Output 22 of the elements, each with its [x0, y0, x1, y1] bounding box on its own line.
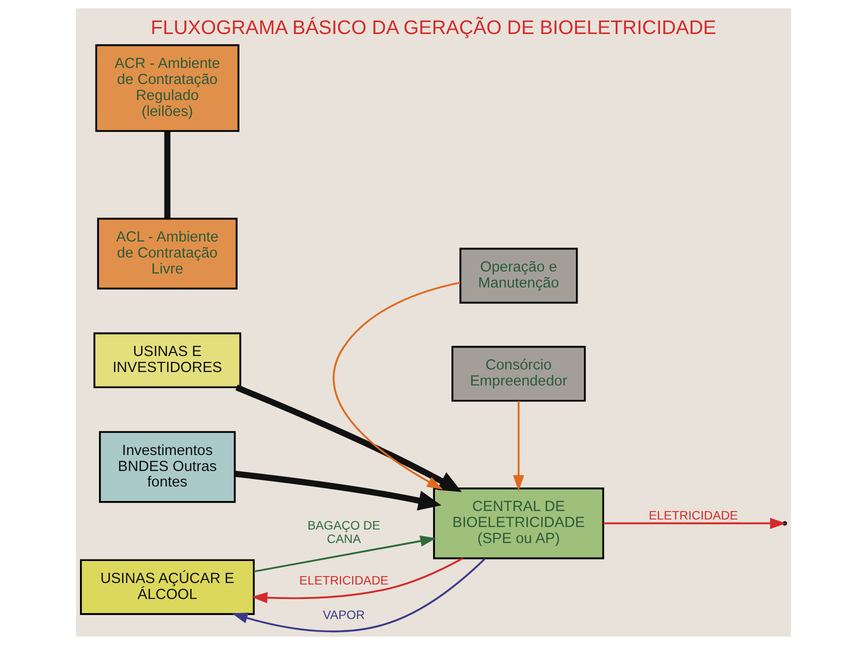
arrow [332, 282, 460, 490]
arrow [253, 536, 436, 572]
arrow [231, 558, 486, 632]
node-box: USINAS E INVESTIDORES [92, 332, 241, 388]
edge-label: BAGAÇO DE CANA [306, 518, 380, 546]
arrow [234, 384, 462, 492]
edge-label: ELETRICIDADE [648, 508, 738, 523]
node-box: CENTRAL DE BIOELETRICIDADE (SPE ou AP) [432, 488, 604, 560]
node-box: Investimentos BNDES Outras fontes [98, 431, 236, 503]
connector [164, 131, 170, 218]
node-box: USINAS AÇÚCAR E ÁLCOOL [79, 559, 254, 615]
node-box: ACR - Ambiente de Contratação Regulado (leilões) [94, 44, 239, 132]
arrow [250, 558, 463, 604]
edge-label: VAPOR [322, 608, 364, 622]
arrow [234, 470, 441, 510]
arrow [602, 518, 786, 529]
node-box: Consórcio Empreendedor [450, 346, 586, 402]
edge-label: ELETRICIDADE [298, 574, 388, 588]
node-box: Operação e Manutenção [458, 248, 578, 304]
diagram-title: FLUXOGRAMA BÁSICO DA GERAÇÃO DE BIOELETRICIDADE [150, 16, 716, 39]
arrow [512, 401, 524, 492]
node-box: ACL - Ambiente de Contratação Livre [96, 218, 238, 290]
